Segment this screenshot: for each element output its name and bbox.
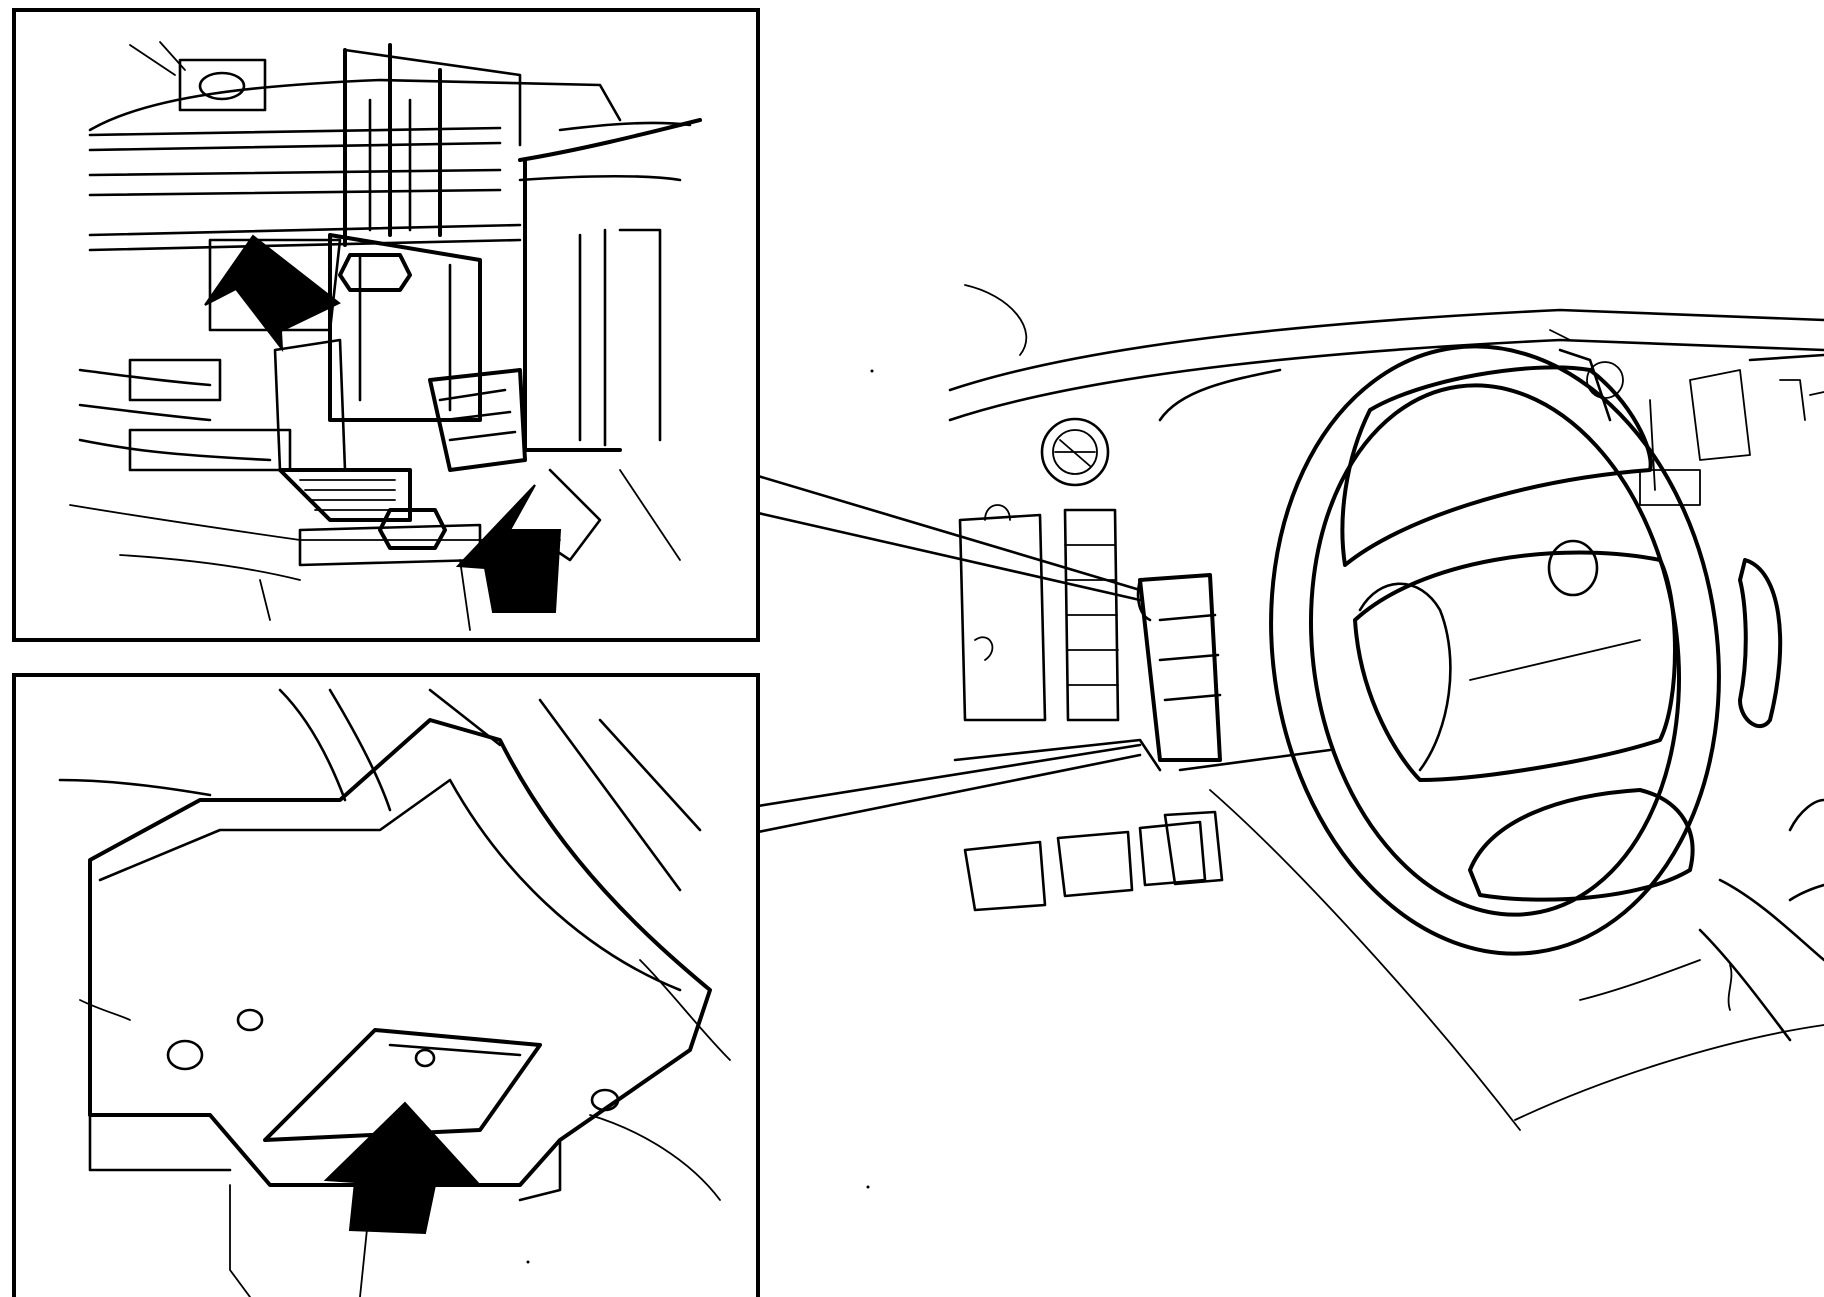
detail-frame-top <box>12 8 760 642</box>
lower-dashboard-switches <box>963 810 1224 912</box>
steering-column-cover-drawing <box>58 688 731 1297</box>
center-console <box>1514 798 1824 1121</box>
pointer-arrow-bottom <box>323 1101 480 1235</box>
steering-wheel <box>1269 344 1783 956</box>
overview-dashboard <box>526 284 1824 1264</box>
steering-column-mount-drawing <box>69 41 702 631</box>
detail-view-bottom <box>12 673 760 1297</box>
pointer-arrow-lower-right <box>455 484 562 613</box>
left-dashboard-controls <box>958 417 1120 722</box>
steering-column-switch-housing <box>1136 573 1222 762</box>
detail-view-top <box>12 8 760 642</box>
pointer-arrow-upper-left <box>204 234 341 353</box>
leader-lines <box>756 474 1142 834</box>
